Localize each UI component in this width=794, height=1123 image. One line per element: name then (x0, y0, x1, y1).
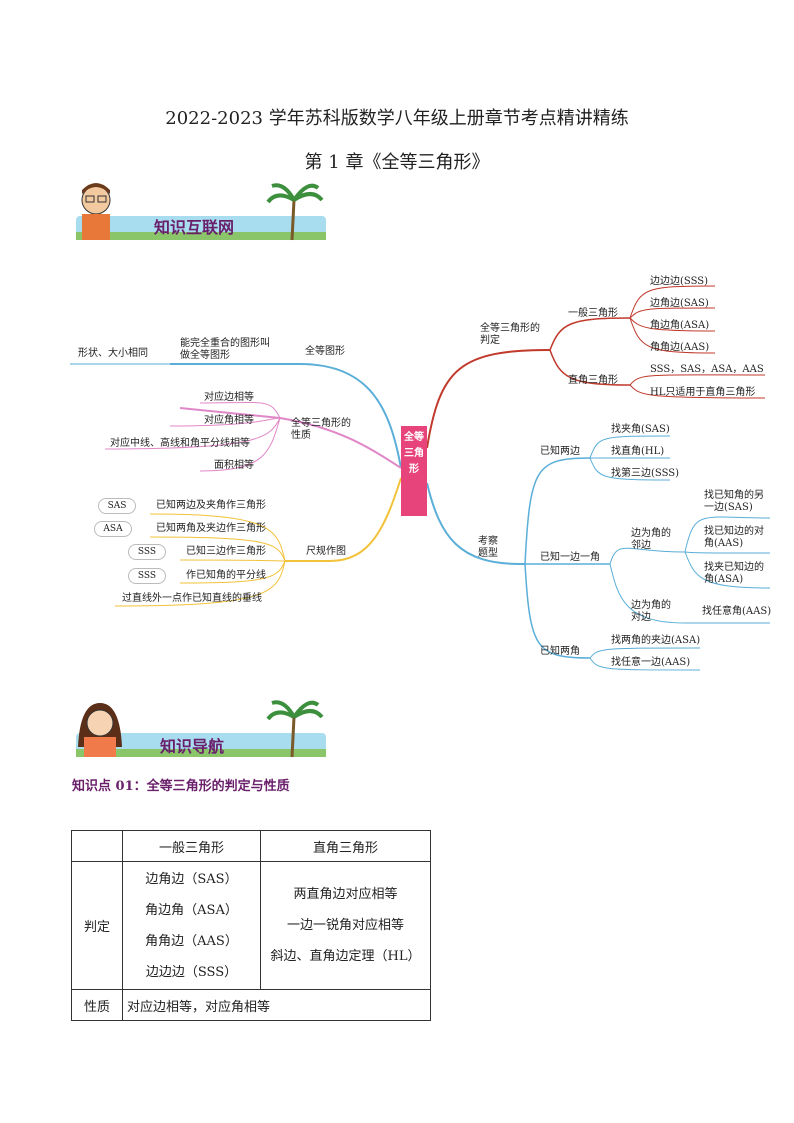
tag-asa: ASA (94, 521, 132, 537)
node-adjacent-2: 找已知边的对角(AAS) (704, 526, 764, 549)
general-criterion: 角边角（ASA） (145, 902, 238, 918)
knowledge-point-heading: 知识点 01：全等三角形的判定与性质 (72, 779, 290, 794)
table-header-empty (71, 830, 123, 862)
node-sas: 边角边(SAS) (650, 298, 709, 309)
node-two-angles-1: 找两角的夹边(ASA) (611, 635, 701, 646)
criteria-table: 一般三角形 直角三角形 判定 边角边（SAS） 角边角（ASA） 角角边（AAS… (71, 830, 431, 1021)
node-right-triangle: 直角三角形 (568, 375, 618, 386)
node-find-third-side: 找第三边(SSS) (611, 468, 680, 479)
knowledge-network-banner: 知识互联网 (72, 180, 327, 242)
node-construction-5: 过直线外一点作已知直线的垂线 (122, 593, 262, 604)
mind-map: 全等三角形 全等图形 能完全重合的图形叫做全等图形 形状、大小相同 全等三角形的… (70, 268, 772, 678)
right-criterion: 一边一锐角对应相等 (286, 918, 404, 933)
node-right-all: SSS，SAS，ASA，AAS (650, 364, 764, 375)
node-property-4: 面积相等 (214, 460, 254, 471)
node-construction-2: 已知两角及夹边作三角形 (156, 523, 266, 534)
tag-sss-2: SSS (128, 568, 166, 584)
node-construction-1: 已知两边及夹角作三角形 (156, 500, 266, 511)
node-congruent-figures: 全等图形 (305, 346, 345, 357)
table-header-row: 一般三角形 直角三角形 (71, 830, 431, 862)
center-node: 全等三角形 (401, 426, 427, 516)
node-property-3: 对应中线、高线和角平分线相等 (110, 438, 250, 449)
node-adjacent-3: 找夹已知边的角(ASA) (704, 562, 764, 585)
property-cell: 对应边相等，对应角相等 (122, 989, 431, 1021)
node-aas: 角角边(AAS) (650, 342, 710, 353)
node-adjacent-1: 找已知角的另一边(SAS) (704, 490, 764, 513)
banner-illustration-2 (76, 700, 326, 758)
node-property-1: 对应边相等 (204, 392, 254, 403)
node-hl-only: HL只适用于直角三角形 (650, 387, 756, 398)
mind-map-branches (70, 285, 770, 671)
general-criterion: 边边边（SSS） (145, 964, 238, 980)
node-sss: 边边边(SSS) (650, 276, 709, 287)
table-header-right: 直角三角形 (260, 830, 431, 862)
node-opposite-1: 找任意角(AAS) (702, 606, 772, 617)
right-criterion: 斜边、直角边定理（HL） (270, 949, 421, 964)
right-criteria-cell: 两直角边对应相等 一边一锐角对应相等 斜边、直角边定理（HL） (260, 861, 431, 990)
node-opposite-side: 边为角的对边 (631, 600, 671, 623)
node-adjacent-side: 边为角的邻边 (631, 528, 671, 551)
node-two-angles: 已知两角 (540, 646, 580, 657)
row-label-property: 性质 (71, 989, 123, 1021)
node-question-types: 考察题型 (478, 536, 498, 559)
tag-sss: SSS (128, 544, 166, 560)
right-criterion: 两直角边对应相等 (293, 887, 398, 902)
tag-sas: SAS (98, 498, 136, 514)
node-two-angles-2: 找任意一边(AAS) (611, 657, 691, 668)
node-side-angle: 已知一边一角 (540, 552, 600, 563)
node-congruent-property: 形状、大小相同 (78, 348, 148, 359)
banner-illustration (76, 183, 326, 241)
row-label-criteria: 判定 (71, 861, 123, 990)
node-property-2: 对应角相等 (204, 415, 254, 426)
general-criteria-cell: 边角边（SAS） 角边角（ASA） 角角边（AAS） 边边边（SSS） (122, 861, 261, 990)
banner-title: 知识互联网 (154, 218, 235, 237)
node-find-included-angle: 找夹角(SAS) (611, 424, 670, 435)
node-properties: 全等三角形的性质 (291, 418, 351, 441)
general-criterion: 边角边（SAS） (145, 871, 238, 887)
general-criterion: 角角边（AAS） (145, 933, 238, 949)
banner-title-2: 知识导航 (160, 737, 225, 756)
node-construction: 尺规作图 (306, 546, 346, 557)
document-title: 2022-2023 学年苏科版数学八年级上册章节考点精讲精练 (165, 108, 629, 129)
node-congruent-definition: 能完全重合的图形叫做全等图形 (180, 338, 270, 361)
node-construction-3: 已知三边作三角形 (186, 546, 266, 557)
node-asa: 角边角(ASA) (650, 320, 710, 331)
node-general-triangle: 一般三角形 (568, 308, 618, 319)
knowledge-navigation-banner: 知识导航 (72, 697, 327, 759)
table-row-criteria: 判定 边角边（SAS） 角边角（ASA） 角角边（AAS） 边边边（SSS） 两… (71, 861, 431, 990)
node-two-sides: 已知两边 (540, 446, 580, 457)
table-header-general: 一般三角形 (122, 830, 261, 862)
node-criteria: 全等三角形的判定 (480, 323, 540, 346)
node-find-right-angle: 找直角(HL) (611, 446, 665, 457)
table-row-property: 性质 对应边相等，对应角相等 (71, 989, 431, 1021)
node-construction-4: 作已知角的平分线 (186, 570, 266, 581)
chapter-title: 第 1 章《全等三角形》 (304, 152, 490, 173)
